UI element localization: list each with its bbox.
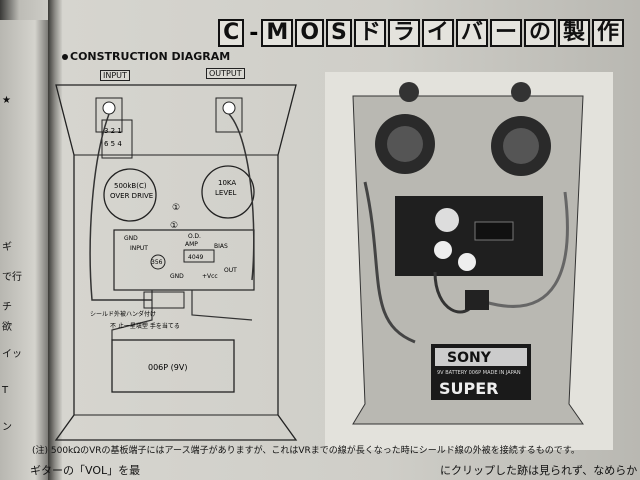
board-gnd: GND xyxy=(124,235,138,242)
photo-battery-brand: SONY xyxy=(447,350,492,366)
board-od: O.D. xyxy=(188,233,201,240)
left-text-6: イッ xyxy=(2,349,22,360)
left-page-edge xyxy=(0,20,50,480)
pot2-text-2: LEVEL xyxy=(215,189,237,197)
board-gnd-2: GND xyxy=(170,273,184,280)
figure-caption: (注) 500kΩのVRの基板端子にはアース端子がありますが、これはVRまでの線… xyxy=(32,446,580,456)
title-letter-m: M xyxy=(261,19,294,47)
board-356: 356 xyxy=(151,259,163,266)
pot1-text-1: 500kB(C) xyxy=(114,182,147,190)
resin-note: 不 止一星塡塑 手を当てる xyxy=(110,322,180,330)
left-text-3: で行 xyxy=(2,272,22,283)
input-jack xyxy=(95,97,123,133)
title-letter-o: O xyxy=(295,19,325,47)
input-label: INPUT xyxy=(100,70,130,81)
pot1-text-2: OVER DRIVE xyxy=(110,192,153,200)
page-title: C - M O S ド ラ イ バ ー の 製 作 xyxy=(218,18,626,48)
title-kana-7: 製 xyxy=(557,19,590,47)
wire-input xyxy=(89,113,152,301)
level-pot xyxy=(201,165,255,219)
photo-wire-1 xyxy=(363,181,416,344)
left-text-2: ギ xyxy=(2,242,12,253)
battery-connector xyxy=(143,291,185,309)
photo-capacitor-3 xyxy=(458,253,476,271)
left-text-5: 欲 xyxy=(2,322,12,333)
construction-diagram: 3 2 1 6 5 4 500kB(C) OVER DRIVE 10KA LEV… xyxy=(54,84,298,441)
output-jack xyxy=(215,97,243,133)
left-text-8: ン xyxy=(2,422,12,433)
wire-output xyxy=(228,113,255,281)
photo-pot-left-inner xyxy=(387,126,423,162)
photo-capacitor-1 xyxy=(435,208,459,232)
photo-wire-2 xyxy=(484,191,569,308)
wire-battery xyxy=(111,290,153,340)
title-dash: - xyxy=(249,20,259,46)
shield-note: シールド外被ハンダ付け xyxy=(90,310,156,318)
circuit-photo: SONY 9V BATTERY 006P MADE IN JAPAN SUPER xyxy=(325,72,613,450)
overdrive-pot xyxy=(103,168,157,222)
left-text-1: ★ xyxy=(2,95,11,106)
bottom-text-left: ギターの「VOL」を最 xyxy=(30,464,141,477)
title-letter-c: C xyxy=(218,19,245,47)
bottom-text-right: にクリップした跡は見られず、なめらか xyxy=(440,464,638,477)
diagram-heading: CONSTRUCTION DIAGRAM xyxy=(62,50,230,63)
title-kana-4: バ xyxy=(455,19,488,47)
output-label: OUTPUT xyxy=(206,68,245,79)
photo-battery-model: SUPER xyxy=(439,379,499,398)
board-amp: AMP xyxy=(185,241,198,248)
left-text-4: チ xyxy=(2,302,12,313)
board-out: OUT xyxy=(224,267,237,274)
battery-label: 006P (9V) xyxy=(148,363,187,372)
photo-battery-line: 9V BATTERY 006P MADE IN JAPAN xyxy=(437,370,521,376)
board-input: INPUT xyxy=(130,245,148,252)
title-kana-3: イ xyxy=(421,19,454,47)
ic-4049 xyxy=(183,249,215,263)
board-4049: 4049 xyxy=(188,254,203,261)
switch-block xyxy=(101,119,133,159)
page-gutter xyxy=(48,0,62,480)
circle-mark-1: ① xyxy=(172,203,180,213)
pot2-text-1: 10KA xyxy=(218,179,236,187)
output-jack-hole xyxy=(222,101,236,115)
photo-jack-right xyxy=(511,82,531,102)
board-bias: BIAS xyxy=(214,243,228,250)
input-jack-hole xyxy=(102,101,116,115)
photo-pot-right-inner xyxy=(503,128,539,164)
photo-drawing: SONY 9V BATTERY 006P MADE IN JAPAN SUPER xyxy=(352,82,584,425)
photo-jack-left xyxy=(399,82,419,102)
title-kana-6: の xyxy=(523,19,556,47)
left-text-7: T xyxy=(2,385,9,396)
title-kana-2: ラ xyxy=(387,19,420,47)
diagram-heading-text: CONSTRUCTION DIAGRAM xyxy=(70,50,231,63)
photo-battery-label-strip xyxy=(435,348,527,366)
wire-ground xyxy=(191,290,253,321)
title-kana-1: ド xyxy=(353,19,386,47)
switch-pins-2: 6 5 4 xyxy=(104,140,122,148)
ic-356 xyxy=(150,254,166,270)
board-vcc: +Vcc xyxy=(202,273,218,280)
bullet-icon xyxy=(62,54,68,60)
title-letter-s: S xyxy=(326,19,352,47)
switch-pins-1: 3 2 1 xyxy=(104,127,122,135)
chassis-outline xyxy=(54,84,298,441)
photo-ic xyxy=(474,221,514,241)
photo-connector xyxy=(465,290,489,310)
title-kana-5: ー xyxy=(489,19,522,47)
circle-mark-2: ① xyxy=(170,221,178,231)
photo-capacitor-2 xyxy=(434,241,452,259)
battery-outline xyxy=(111,339,235,393)
title-kana-8: 作 xyxy=(591,19,624,47)
